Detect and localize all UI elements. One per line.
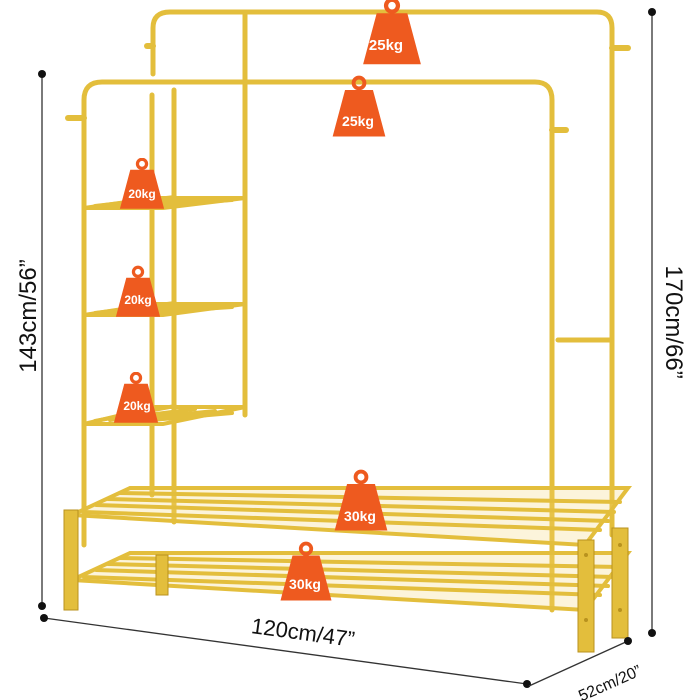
width-label: 120cm/47”	[250, 613, 356, 652]
front-hanging-frame	[65, 79, 569, 613]
weight-badge-shelf-3: 20kg	[112, 372, 160, 424]
weight-badge-shelf-1: 20kg	[118, 158, 166, 210]
weight-badge-upper-shoe-rack: 30kg	[335, 472, 388, 531]
weight-badge-shelf-2: 20kg	[114, 265, 162, 319]
shelf-3	[83, 404, 246, 426]
shelf-2	[83, 301, 246, 317]
weight-badge-lower-shoe-rack: 30kg	[278, 541, 334, 603]
back-hanging-frame	[144, 9, 631, 538]
svg-text:20kg: 20kg	[128, 187, 155, 201]
svg-text:25kg: 25kg	[342, 113, 374, 129]
weight-badge-top-front: 25kg	[333, 78, 386, 137]
svg-text:20kg: 20kg	[124, 293, 151, 307]
svg-text:30kg: 30kg	[344, 508, 376, 524]
height-back-label: 170cm/66”	[660, 265, 687, 378]
dimension-lines	[38, 8, 656, 688]
svg-text:25kg: 25kg	[369, 37, 403, 54]
depth-label: 52cm/20”	[576, 663, 644, 700]
weight-badge-top-back: 25kg	[363, 0, 421, 64]
svg-text:30kg: 30kg	[289, 576, 321, 592]
shelf-1	[83, 195, 246, 210]
height-front-label: 143cm/56”	[15, 259, 42, 372]
svg-text:20kg: 20kg	[123, 399, 150, 413]
